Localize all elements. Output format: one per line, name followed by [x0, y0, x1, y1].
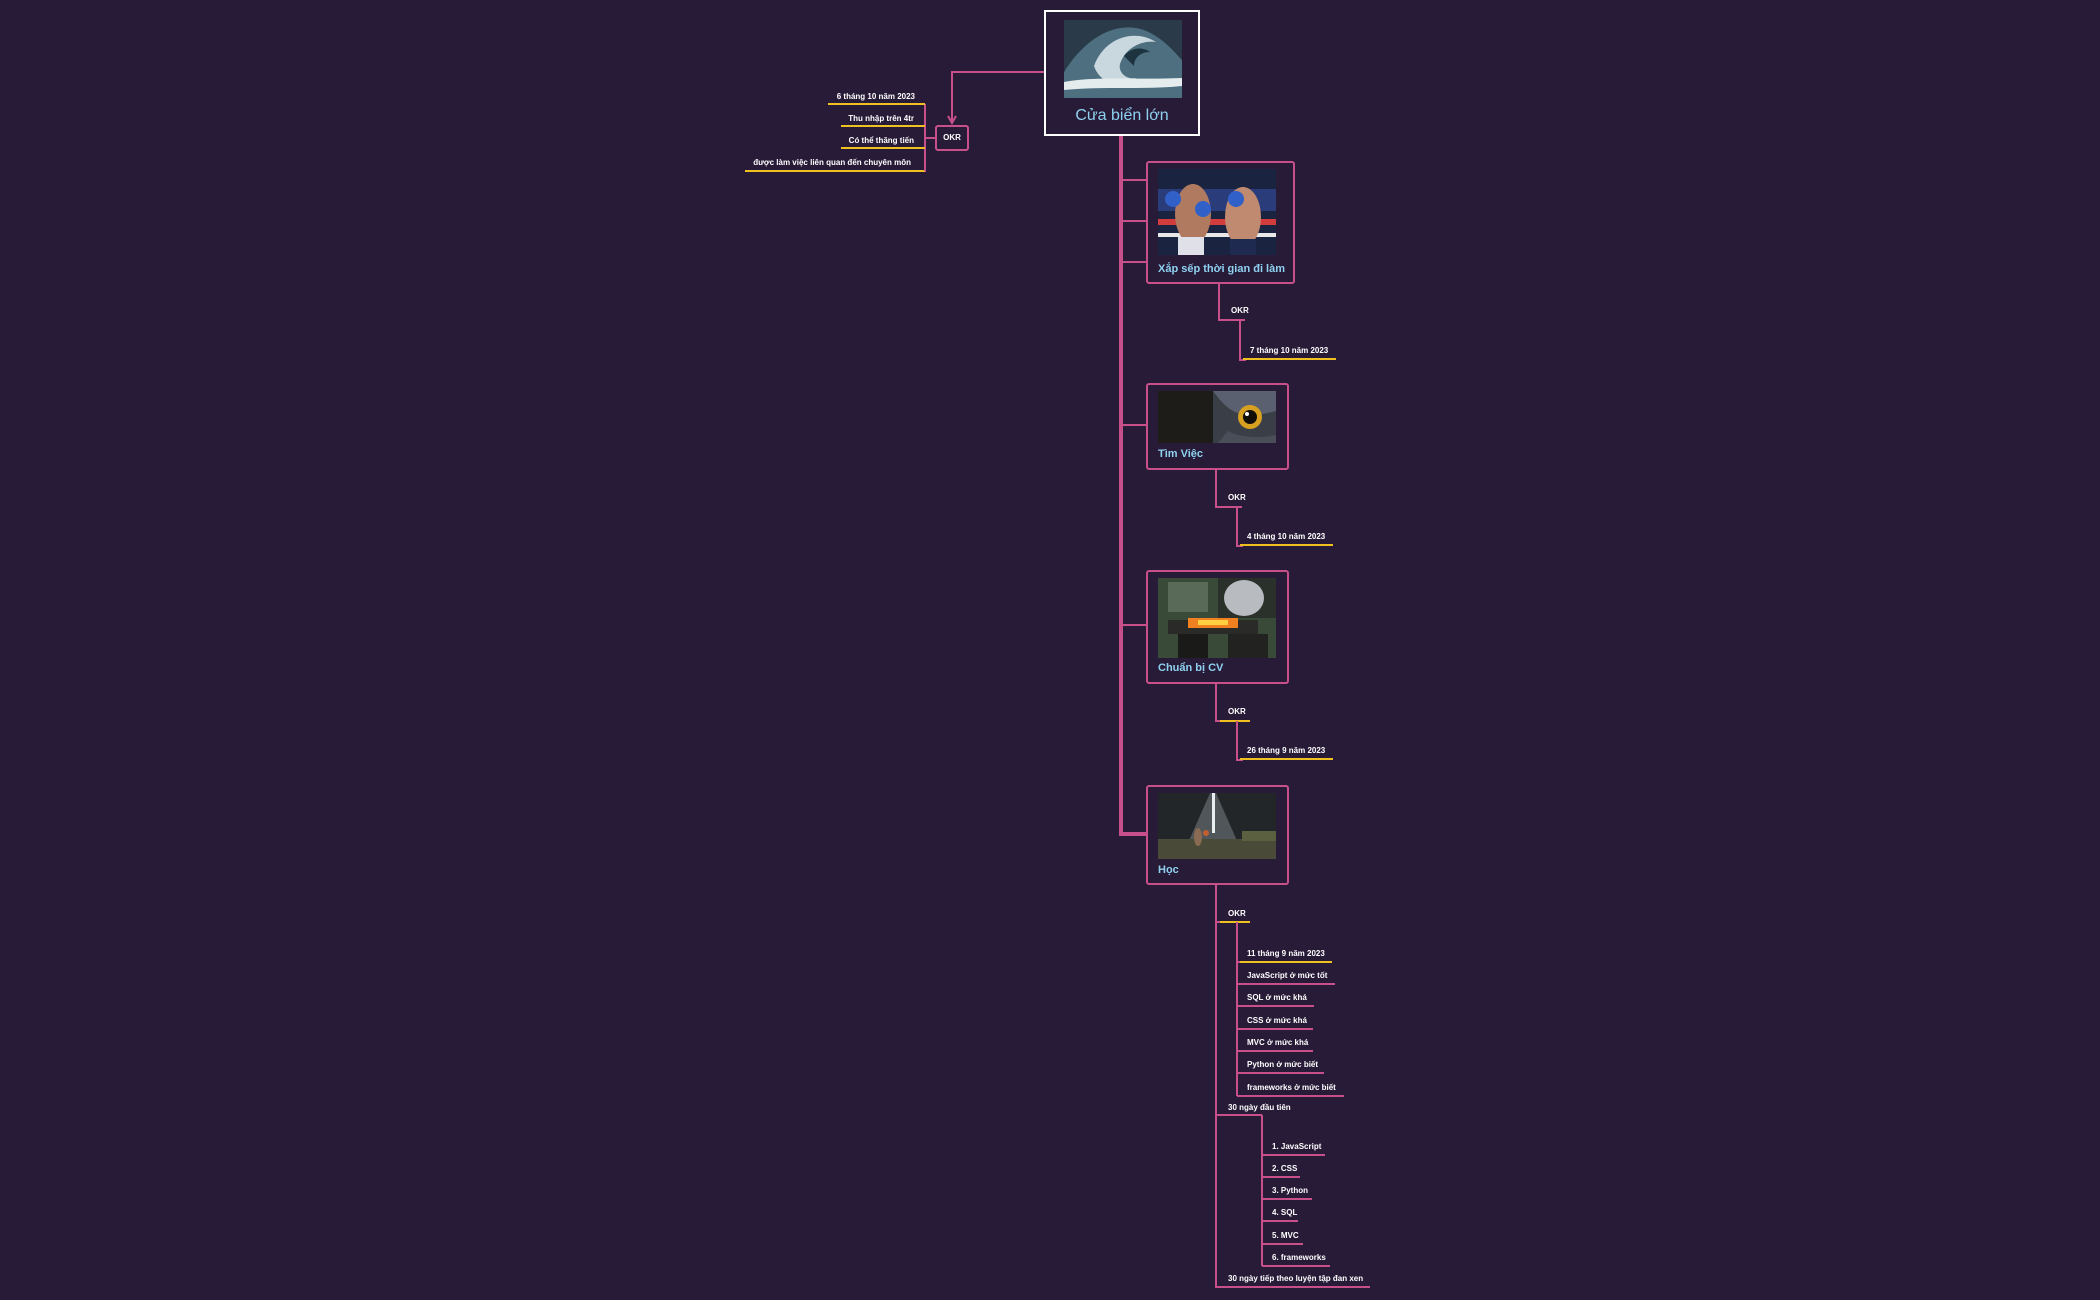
topic-4-first30-item-6[interactable]: 6. frameworks	[1272, 1253, 1326, 1262]
topic-1-date[interactable]: 7 tháng 10 năm 2023	[1250, 346, 1329, 355]
topic-1-okr-connector	[1218, 284, 1245, 321]
topic-1-okr-label[interactable]: OKR	[1231, 306, 1249, 315]
topic-4-okr-item-3[interactable]: SQL ở mức khá	[1247, 993, 1307, 1002]
topic-4-first30-item-3[interactable]: 3. Python	[1272, 1186, 1309, 1195]
left-okr-bracket	[924, 104, 935, 172]
topic-4-okr-item-1[interactable]: 11 tháng 9 năm 2023	[1247, 949, 1325, 958]
topic-2-date[interactable]: 4 tháng 10 năm 2023	[1247, 532, 1326, 541]
topic-4-okr-item-2[interactable]: JavaScript ở mức tốt	[1247, 971, 1328, 980]
topic-3-okr-connector	[1215, 684, 1222, 722]
topic-4-okr-label[interactable]: OKR	[1228, 909, 1246, 918]
topic-3-title: Chuẩn bị CV	[1158, 662, 1224, 674]
topic-4-okr-item-lines	[1237, 961, 1344, 1097]
owl-eye-image	[1158, 391, 1276, 443]
topic-2-date-connector	[1236, 507, 1243, 547]
forge-image	[1158, 578, 1276, 658]
topic-4-next30-label[interactable]: 30 ngày tiếp theo luyện tập đan xen	[1228, 1274, 1364, 1283]
topic-node-4[interactable]: Học	[1146, 785, 1289, 885]
topic-2-title: Tìm Việc	[1158, 448, 1204, 460]
basketball-court-image	[1158, 793, 1276, 859]
wave-image	[1064, 20, 1182, 98]
root-okr-item-4[interactable]: được làm việc liên quan đến chuyên môn	[753, 158, 911, 167]
topic-node-2[interactable]: Tìm Việc	[1146, 383, 1289, 470]
topic-4-first30-item-4[interactable]: 4. SQL	[1272, 1208, 1298, 1217]
topic-4-branch	[1215, 885, 1222, 1288]
topic-1-date-connector	[1239, 320, 1246, 361]
root-okr-item-3[interactable]: Có thể thăng tiến	[848, 136, 914, 145]
topic-4-first30-item-2[interactable]: 2. CSS	[1272, 1164, 1298, 1173]
topic-2-okr-label[interactable]: OKR	[1228, 493, 1246, 502]
topic-1-title: Xắp sếp thời gian đi làm	[1158, 263, 1286, 275]
topic-3-date-connector	[1236, 721, 1243, 761]
topic-node-3[interactable]: Chuẩn bị CV	[1146, 570, 1289, 684]
topic-node-1[interactable]: Xắp sếp thời gian đi làm	[1146, 161, 1295, 284]
topic-3-date[interactable]: 26 tháng 9 năm 2023	[1247, 746, 1326, 755]
topic-4-title: Học	[1158, 864, 1179, 876]
topic-4-first30-item-lines	[1262, 1154, 1330, 1267]
root-okr-item-1[interactable]: 6 tháng 10 năm 2023	[836, 92, 915, 101]
root-to-okr-connector	[951, 71, 1044, 121]
root-okr-item-2[interactable]: Thu nhập trên 4tr	[848, 114, 914, 123]
topic-2-okr-connector	[1215, 470, 1242, 508]
topic-4-first30-item-1[interactable]: 1. JavaScript	[1272, 1142, 1322, 1151]
topic-4-okr-item-6[interactable]: Python ở mức biết	[1247, 1060, 1319, 1069]
topic-4-okr-item-4[interactable]: CSS ở mức khá	[1247, 1016, 1307, 1025]
root-title: Cửa biển lớn	[1075, 107, 1169, 124]
root-node[interactable]: Cửa biển lớn	[1044, 10, 1200, 136]
topic-4-okr-item-5[interactable]: MVC ở mức khá	[1247, 1038, 1309, 1047]
boxing-image	[1158, 169, 1276, 255]
topic-4-first30-label[interactable]: 30 ngày đầu tiên	[1228, 1103, 1291, 1112]
topic-4-first30-item-5[interactable]: 5. MVC	[1272, 1231, 1299, 1240]
root-okr-arrow	[947, 115, 957, 126]
topic-3-okr-label[interactable]: OKR	[1228, 707, 1246, 716]
topic-4-okr-item-7[interactable]: frameworks ở mức biết	[1247, 1083, 1336, 1092]
root-okr-node[interactable]: OKR	[935, 125, 969, 151]
main-trunk	[1119, 136, 1146, 836]
